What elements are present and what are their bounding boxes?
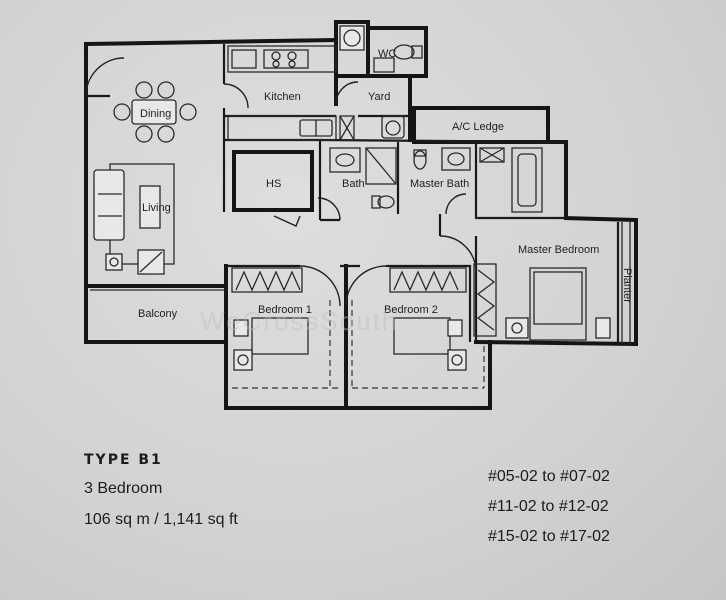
room-label-bedroom-1: Bedroom 1 <box>258 304 312 316</box>
door-swings <box>85 57 477 307</box>
wardrobe-icon-master <box>473 263 497 337</box>
household-shelter <box>232 150 314 212</box>
dining-table-icon <box>113 81 197 143</box>
room-label-kitchen: Kitchen <box>264 91 301 103</box>
room-label-planter: Planter <box>621 268 633 303</box>
room-label-dining: Dining <box>140 108 171 120</box>
kitchen-counter-icon <box>227 45 355 141</box>
master-bath-fixtures-icon <box>413 147 543 213</box>
room-label-living: Living <box>142 202 171 214</box>
exterior-walls <box>83 20 638 410</box>
room-label-yard: Yard <box>368 91 390 103</box>
room-label-bath: Bath <box>342 178 365 190</box>
unit-area: 106 sq m / 1,141 sq ft <box>84 511 238 528</box>
bedroom-count: 3 Bedroom <box>84 480 163 497</box>
floor-plan-drawing: WC Kitchen Yard Dining A/C Ledge HS Bath… <box>83 20 638 410</box>
unit-type-title: TYPE B1 <box>84 452 163 468</box>
master-bed-icon <box>505 222 631 344</box>
living-sofa-icon <box>93 163 175 275</box>
bath-fixtures-icon <box>329 147 397 209</box>
unit-range-item: #11-02 to #12-02 <box>488 498 609 515</box>
interior-walls <box>86 44 620 344</box>
room-label-hs: HS <box>266 178 281 190</box>
room-label-balcony: Balcony <box>138 308 178 320</box>
room-label-master-bedroom: Master Bedroom <box>518 244 599 256</box>
wc-fixtures-icon <box>373 44 423 73</box>
room-label-ac-ledge: A/C Ledge <box>452 121 504 133</box>
room-labels: WC Kitchen Yard Dining A/C Ledge HS Bath… <box>138 48 633 320</box>
room-label-master-bath: Master Bath <box>410 178 469 190</box>
room-label-wc: WC <box>378 48 396 60</box>
watermark: WeCrossSouth <box>200 306 398 336</box>
unit-range-item: #05-02 to #07-02 <box>488 468 610 485</box>
room-label-bedroom-2: Bedroom 2 <box>384 304 438 316</box>
bedroom-1-fixtures-icon <box>231 267 338 389</box>
bedroom-2-fixtures-icon <box>351 267 485 389</box>
unit-range-item: #15-02 to #17-02 <box>488 528 610 545</box>
yard-fixtures-icon <box>339 25 405 139</box>
